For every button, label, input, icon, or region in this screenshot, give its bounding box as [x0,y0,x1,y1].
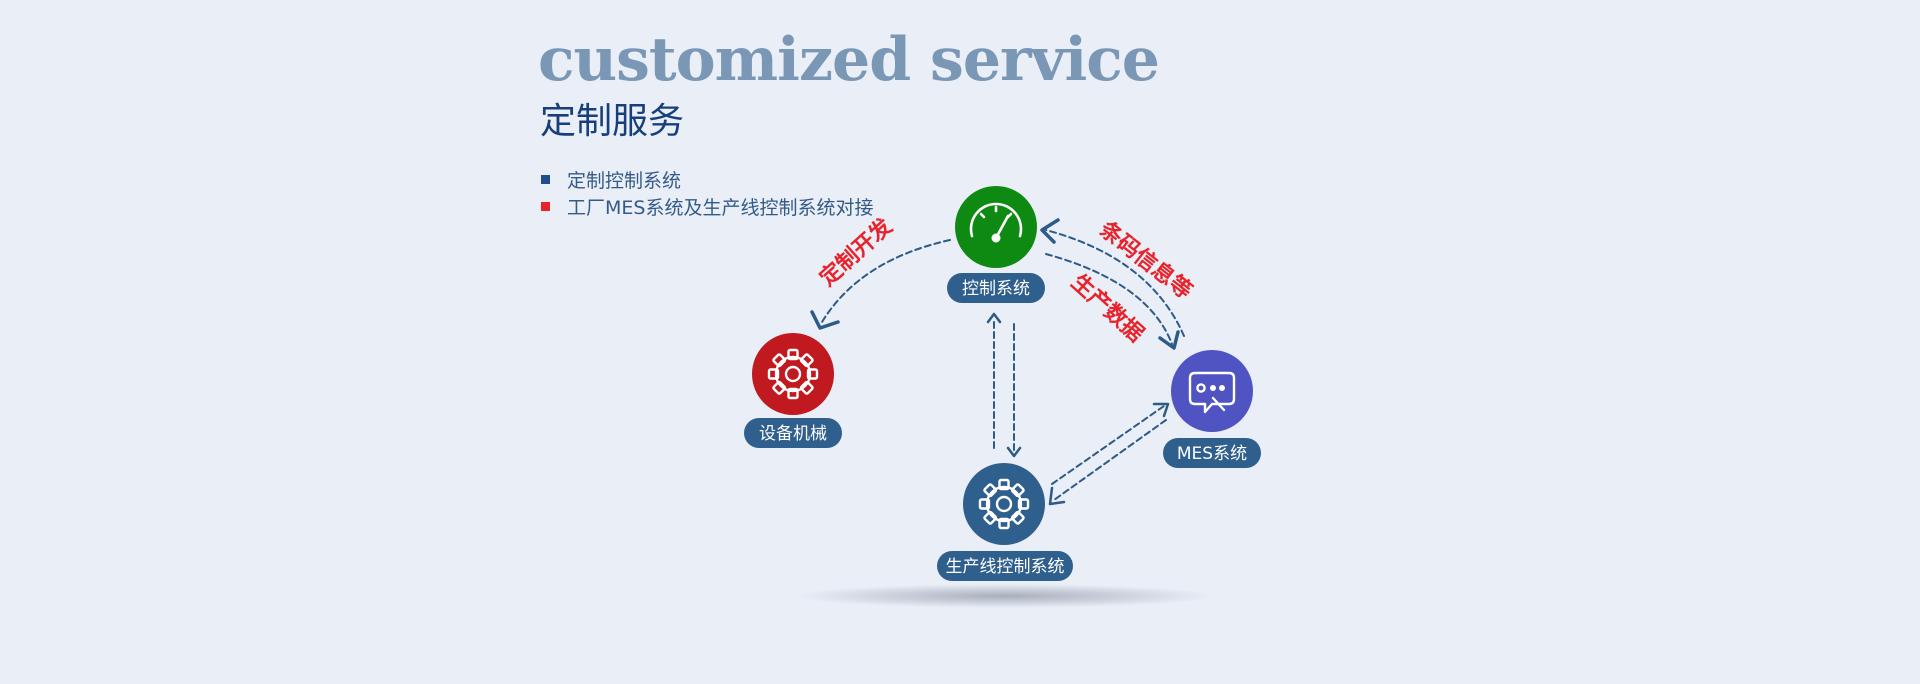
arrow-control-to-mes [1045,253,1173,345]
node-line-circle [963,463,1045,545]
gear-tooth [767,368,780,380]
gear-icon [978,478,1030,530]
arrowhead [986,312,1002,324]
bullet-square-icon [541,202,550,211]
gear-tooth [998,517,1010,530]
node-mes: MES系统 [1163,350,1261,468]
node-equipment-label-bg [744,418,842,448]
arrowhead [1152,402,1170,418]
gear-tooth [1010,510,1025,525]
node-mes-label: MES系统 [1177,444,1247,464]
page-title-cn: 定制服务 [540,101,685,142]
arrow-mes-to-line [1053,419,1167,501]
arrowhead [1048,486,1066,506]
feature-item: 工厂MES系统及生产线控制系统对接 [541,193,873,220]
feature-text: 工厂MES系统及生产线控制系统对接 [567,197,874,219]
flow-label-production-data: 生产数据 [1066,269,1149,347]
floor-shadow [795,584,1215,608]
node-control-system: 控制系统 [947,186,1045,303]
gear-tooth [983,510,998,525]
node-line-label: 生产线控制系统 [946,557,1065,577]
node-line-label-bg [937,551,1073,581]
feature-list: 定制控制系统 工厂MES系统及生产线控制系统对接 [541,166,873,220]
gear-tooth [806,368,819,380]
gear-tooth [772,380,787,395]
arrowhead [810,310,840,330]
arrowhead [1040,218,1060,244]
gauge-icon [969,202,1023,243]
arrow-mes-to-control [1045,229,1185,337]
node-control-label: 控制系统 [962,279,1030,299]
arrowhead [1006,446,1022,458]
gear-tooth [1017,498,1030,510]
arrow-control-to-equipment [821,239,951,323]
gear-tooth [799,380,814,395]
node-equipment-circle [752,333,834,415]
feature-text: 定制控制系统 [567,170,682,192]
connectors [810,218,1185,506]
node-control-circle [955,186,1037,268]
gear-tooth [787,387,799,400]
node-mes-label-bg [1163,438,1261,468]
gear-tooth [998,478,1010,491]
node-mes-circle [1171,350,1253,432]
gear-tooth [978,498,991,510]
node-equipment-label: 设备机械 [759,424,827,444]
flow-label-barcode-info: 条码信息等 [1094,216,1197,305]
gear-tooth [983,483,998,498]
arrow-line-to-mes [1051,405,1165,485]
node-production-line: 生产线控制系统 [937,463,1073,581]
arrowhead [1158,330,1180,350]
gear-tooth [799,353,814,368]
gear-icon [767,348,819,400]
terminal-icon [1188,371,1236,414]
node-control-label-bg [947,273,1045,303]
flow-label-custom-dev: 定制开发 [815,213,899,292]
bullet-square-icon [541,175,550,184]
page-title-en: customized service [538,25,1160,95]
node-equipment: 设备机械 [744,333,842,448]
gear-tooth [772,353,787,368]
gear-tooth [787,348,799,361]
feature-item: 定制控制系统 [541,166,873,193]
gear-tooth [1010,483,1025,498]
